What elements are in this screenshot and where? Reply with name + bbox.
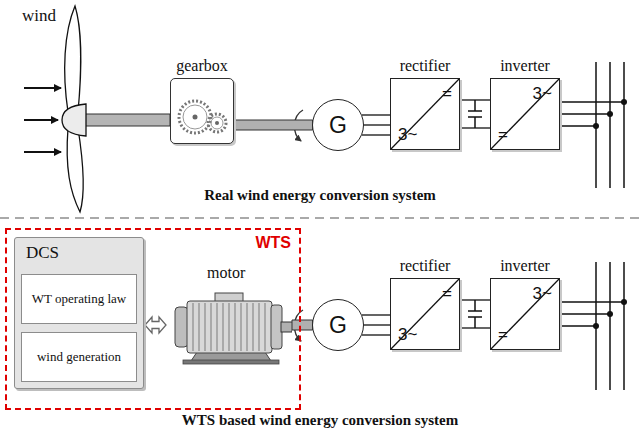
converter-symbol: = — [442, 285, 452, 302]
converter-symbol: = — [498, 326, 508, 343]
converter-symbol: 3~ — [533, 285, 552, 302]
grid-lines — [560, 62, 627, 188]
converter-symbol: = — [498, 126, 508, 143]
connector — [234, 120, 312, 130]
caption-text: WTS based wind energy conversion system — [0, 412, 640, 429]
connector — [362, 115, 390, 135]
wind-arrows — [24, 88, 61, 152]
generator-circle: G — [312, 99, 364, 151]
part-label: rectifier — [400, 57, 451, 75]
connector — [460, 100, 490, 128]
converter-box: rectifier=3~ — [390, 278, 460, 350]
caption-text: Real wind energy conversion system — [0, 187, 640, 204]
wts-region: WTS DCS WT operating law wind generation mot… — [5, 228, 301, 410]
converter-symbol: 3~ — [398, 126, 417, 143]
part-label: gearbox — [176, 57, 228, 75]
gearbox-box: gearbox — [170, 78, 234, 144]
part-label: motor — [207, 264, 245, 282]
wind-label: wind — [22, 6, 56, 26]
generator-label: G — [329, 314, 347, 337]
function-box: WT operating law — [21, 274, 137, 324]
converter-symbol: 3~ — [398, 326, 417, 343]
motor-unit: motor — [167, 285, 292, 365]
connector — [460, 300, 490, 328]
converter-symbol: = — [442, 85, 452, 102]
converter-box: rectifier=3~ — [390, 78, 460, 150]
part-label: inverter — [500, 257, 550, 275]
grid-lines — [560, 262, 627, 390]
wts-label: WTS — [255, 235, 291, 251]
connector — [292, 320, 312, 330]
connector — [362, 315, 390, 335]
turbine-rotor — [62, 6, 170, 212]
function-label: WT operating law — [32, 292, 126, 307]
separator-line — [0, 217, 640, 218]
generator-circle: G — [312, 299, 364, 351]
generator-label: G — [329, 114, 347, 137]
part-label: inverter — [500, 57, 550, 75]
converter-symbol: 3~ — [533, 85, 552, 102]
function-label: wind generation — [37, 350, 121, 365]
dcs-panel: DCS WT operating law wind generation — [14, 237, 144, 389]
connector — [145, 317, 166, 333]
part-label: rectifier — [400, 257, 451, 275]
function-box: wind generation — [21, 332, 137, 382]
converter-box: inverter3~= — [490, 278, 560, 350]
converter-box: inverter3~= — [490, 78, 560, 150]
panel-title: DCS — [26, 244, 59, 263]
